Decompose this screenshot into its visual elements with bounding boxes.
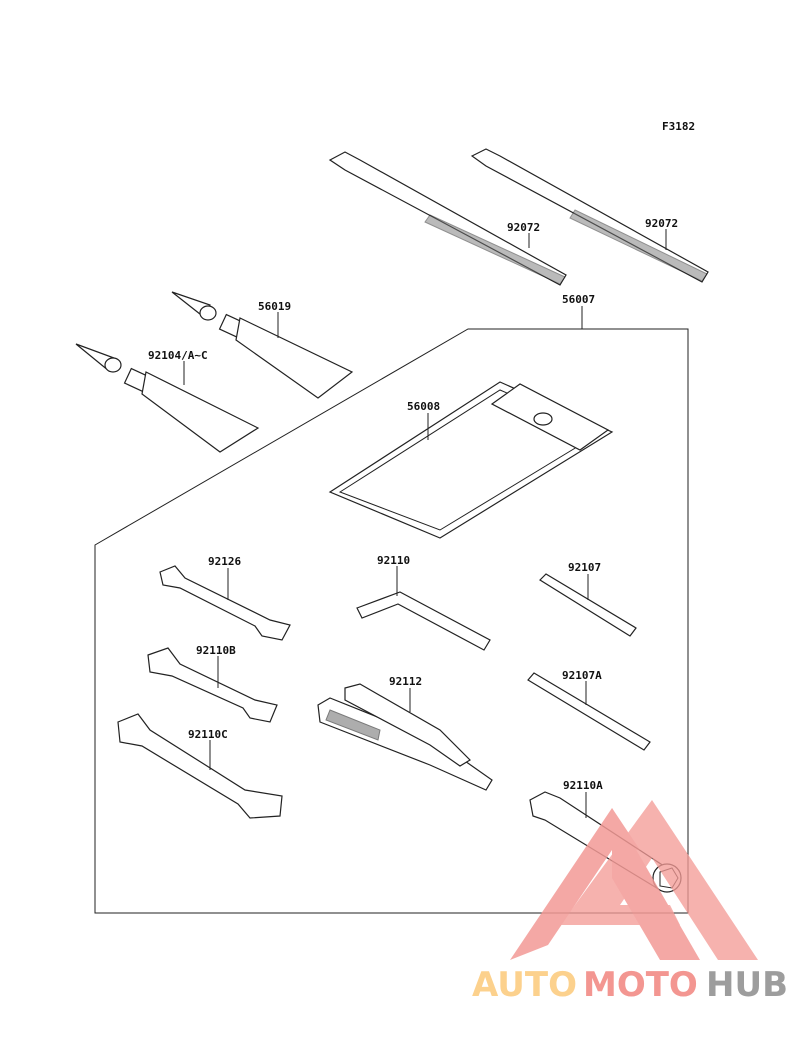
label-grease-tube: 56019 [258,300,291,313]
figure-code: F3182 [662,120,695,133]
hex-key-92110[interactable]: 92110 [356,554,491,651]
wrench-92110B[interactable]: 92110B [147,644,278,723]
tool-kit-outline: 56007 [94,293,689,914]
label-cable-tie-1: 92072 [507,221,540,234]
label-screwdriver-bit: 92107 [568,561,601,574]
label-wrench-2: 92110B [196,644,236,657]
label-tool-kit: 56007 [562,293,595,306]
label-grease-tube-set: 92104/A~C [148,349,208,362]
label-screwdriver-bit-2: 92107A [562,669,602,682]
pliers-92112[interactable]: 92112 [317,675,493,791]
tool-bag[interactable]: 56008 [328,381,614,539]
watermark-auto: AUTO [472,965,577,1005]
watermark-moto: MOTO [583,965,698,1005]
label-pliers: 92112 [389,675,422,688]
wrench-92110C[interactable]: 92110C [117,713,283,819]
label-hex-key: 92110 [377,554,410,567]
screwdriver-bit-92107[interactable]: 92107 [539,561,637,637]
label-socket-wrench: 92110A [563,779,603,792]
cable-tie-1[interactable]: 92072 [328,151,567,286]
screwdriver-bit-92107A[interactable]: 92107A [527,669,651,751]
label-wrench-3: 92110C [188,728,228,741]
wrench-92126[interactable]: 92126 [159,555,291,641]
automotohub-watermark: AUTO MOTO HUB [472,800,788,1005]
label-tool-bag: 56008 [407,400,440,413]
cable-tie-2[interactable]: 92072 [470,148,709,283]
label-wrench-1: 92126 [208,555,241,568]
watermark-hub: HUB [706,965,788,1005]
grease-tube-92104[interactable]: 92104/A~C [75,343,260,453]
grease-tube-56019[interactable]: 56019 [171,291,354,399]
label-cable-tie-2: 92072 [645,217,678,230]
